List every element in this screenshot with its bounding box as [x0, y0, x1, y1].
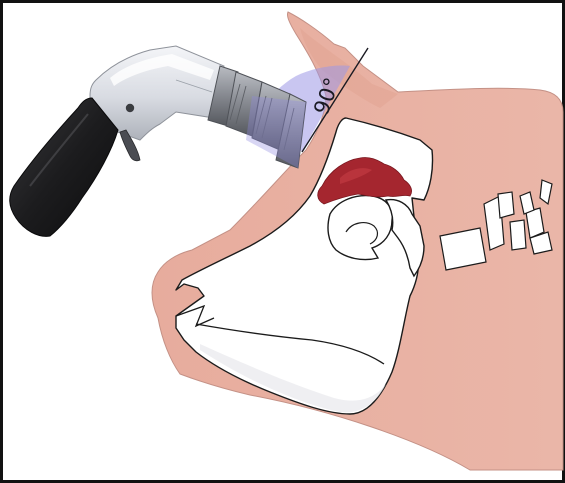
bone-metatarsal-3 [498, 192, 514, 218]
bone-metatarsal-1 [440, 228, 486, 270]
handpiece-button [126, 104, 134, 112]
bone-metatarsal-4 [510, 220, 526, 250]
